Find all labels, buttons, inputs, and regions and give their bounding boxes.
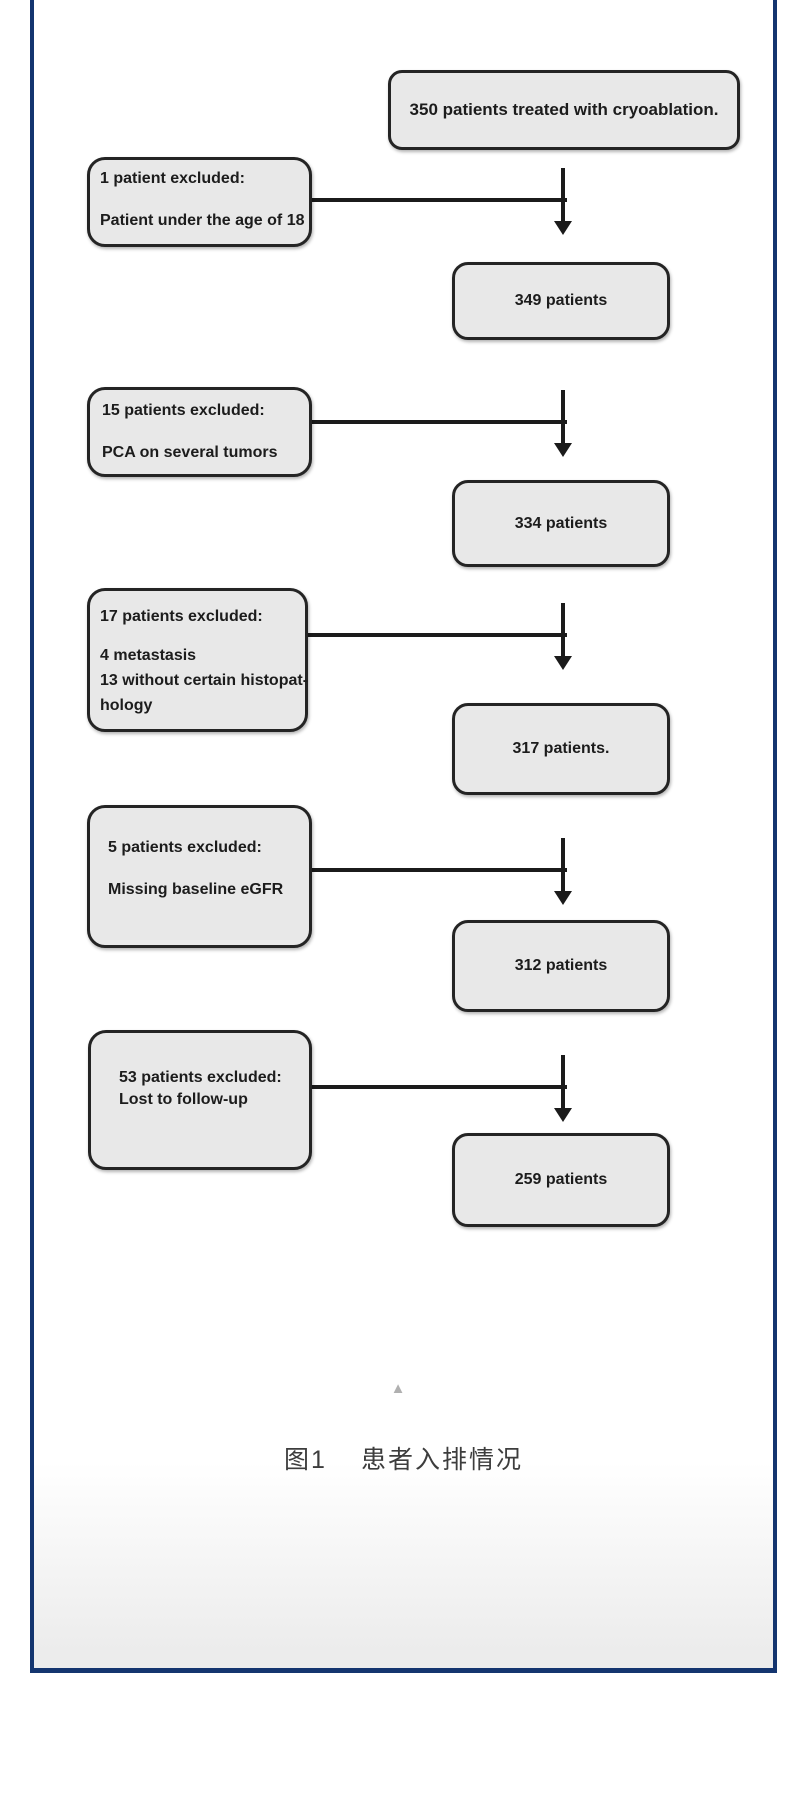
exclusion-line: 5 patients excluded: bbox=[108, 839, 262, 856]
flow-box-label: 259 patients bbox=[514, 1171, 608, 1188]
figure-caption-label: 图1 bbox=[284, 1446, 327, 1474]
flow-box-label: 312 patients bbox=[514, 957, 608, 974]
exclusion-box-2: 15 patients excluded: PCA on several tum… bbox=[87, 387, 312, 477]
collapse-figure-button[interactable]: ▲ bbox=[380, 1376, 416, 1400]
exclusion-line: 15 patients excluded: bbox=[102, 402, 265, 419]
exclusion-line: hology bbox=[100, 697, 153, 714]
figure-caption-title: 患者入排情况 bbox=[360, 1446, 523, 1474]
exclusion-box-3: 17 patients excluded: 4 metastasis 13 wi… bbox=[87, 588, 308, 732]
exclusion-line: Missing baseline eGFR bbox=[108, 881, 284, 898]
flow-box-349: 349 patients bbox=[452, 262, 670, 340]
triangle-up-icon: ▲ bbox=[390, 1379, 406, 1397]
exclusion-line: 17 patients excluded: bbox=[100, 608, 263, 625]
exclusion-line: PCA on several tumors bbox=[102, 444, 278, 461]
flow-box-259: 259 patients bbox=[452, 1133, 670, 1227]
exclusion-box-5: 53 patients excluded: Lost to follow-up bbox=[88, 1030, 312, 1170]
flow-box-350: 350 patients treated with cryoablation. bbox=[388, 70, 740, 150]
flow-box-label: 317 patients. bbox=[512, 740, 610, 757]
exclusion-box-4: 5 patients excluded: Missing baseline eG… bbox=[87, 805, 312, 948]
exclusion-box-1: 1 patient excluded: Patient under the ag… bbox=[87, 157, 312, 247]
flow-box-label: 349 patients bbox=[514, 292, 608, 309]
exclusion-line: Lost to follow-up bbox=[119, 1091, 248, 1108]
flow-box-312: 312 patients bbox=[452, 920, 670, 1012]
exclusion-line: 53 patients excluded: bbox=[119, 1069, 282, 1086]
exclusion-line: 4 metastasis bbox=[100, 647, 197, 664]
flow-box-label: 334 patients bbox=[514, 514, 608, 532]
exclusion-line: 13 without certain histopat- bbox=[100, 672, 309, 689]
exclusion-line: Patient under the age of 18 bbox=[100, 212, 305, 229]
flow-box-334: 334 patients bbox=[452, 480, 670, 567]
figure-caption: 图1 患者入排情况 bbox=[34, 1440, 773, 1476]
flow-box-label: 350 patients treated with cryoablation. bbox=[409, 100, 719, 119]
exclusion-line: 1 patient excluded: bbox=[100, 170, 245, 187]
flow-box-317: 317 patients. bbox=[452, 703, 670, 795]
